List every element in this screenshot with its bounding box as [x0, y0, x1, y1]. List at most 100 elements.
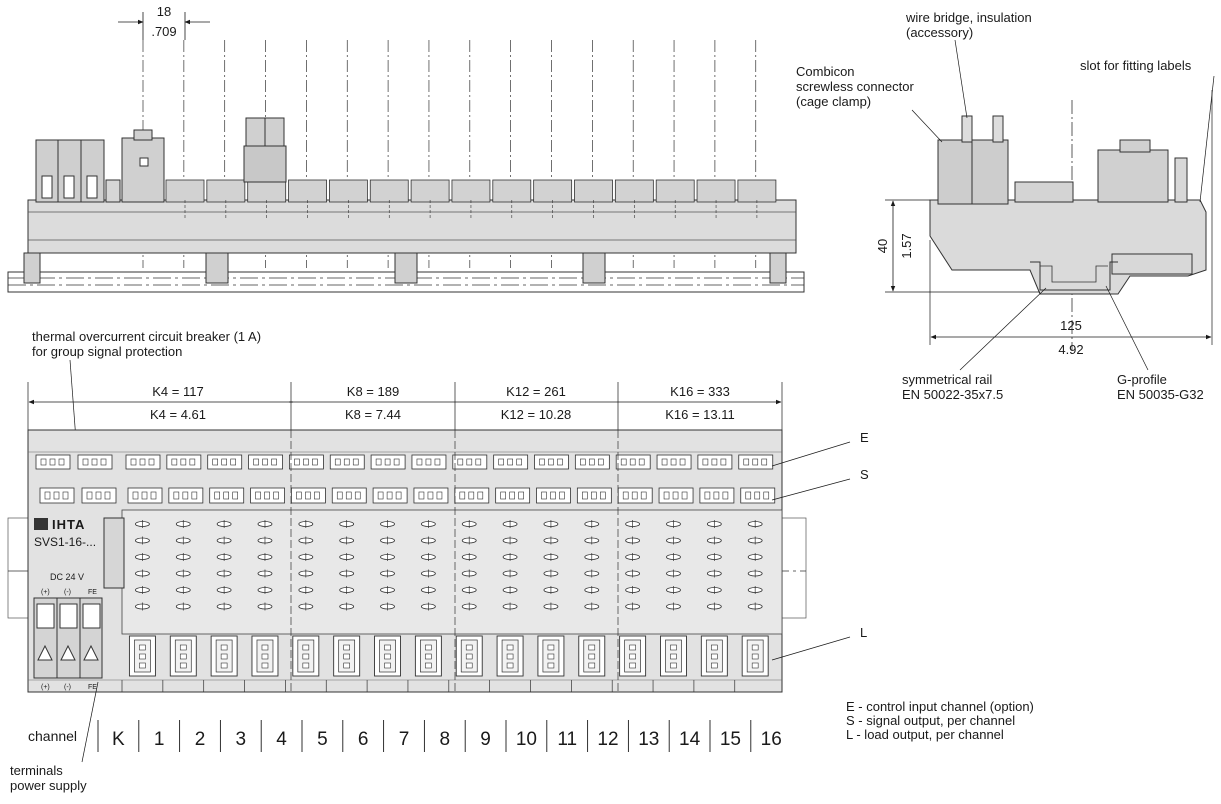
s-pin	[591, 491, 597, 500]
channel-ticks	[121, 430, 736, 692]
gprofile-label-2: EN 50035-G32	[1117, 387, 1204, 402]
s-pin	[95, 491, 102, 500]
l-pin	[179, 644, 187, 651]
l-pin	[547, 662, 555, 669]
e-pin	[620, 458, 627, 466]
row-label-s: S	[860, 467, 869, 482]
s-pin	[713, 491, 720, 500]
e-pin	[507, 458, 513, 466]
s-pin	[509, 491, 515, 500]
s-pin	[86, 491, 93, 500]
channel-number: 16	[761, 729, 782, 750]
e-pin	[457, 458, 464, 466]
legend-e: E - control input channel (option)	[846, 699, 1034, 714]
e-pin	[661, 458, 668, 466]
e-pin	[303, 458, 309, 466]
top-module	[614, 179, 654, 203]
e-pin	[557, 458, 563, 466]
brand-logo: IHTA	[34, 517, 84, 532]
s-pin	[640, 491, 647, 500]
e-pin	[262, 458, 268, 466]
e-pin	[334, 458, 341, 466]
l-pin	[220, 644, 228, 651]
power-voltage: DC 24 V	[50, 572, 84, 582]
l-pin	[629, 662, 636, 669]
e-pin	[58, 458, 65, 466]
top-module	[288, 179, 327, 203]
power-minus-bottom: (-)	[64, 684, 71, 691]
l-pin	[384, 662, 391, 669]
e-pin	[271, 458, 277, 466]
s-pin	[305, 491, 311, 500]
channel-number: 14	[679, 729, 701, 750]
s-pin	[631, 491, 638, 500]
e-pin	[589, 458, 595, 466]
terminals-label-2: power supply	[10, 778, 87, 793]
side-view: 40 1.57 125 4.92 wire bridge, insulation…	[796, 10, 1215, 402]
e-pin	[384, 458, 391, 466]
channel-number: 3	[236, 729, 247, 750]
e-pin	[253, 458, 259, 466]
e-pin	[148, 458, 155, 466]
l-pin	[670, 653, 677, 660]
s-pin	[191, 491, 198, 500]
s-pin	[427, 491, 434, 500]
combicon-label-1: Combicon	[796, 64, 855, 79]
l-pin	[302, 662, 310, 669]
s-pin	[459, 491, 466, 500]
e-pin	[598, 458, 604, 466]
width-mm: 125	[1060, 318, 1082, 333]
height-mm: 40	[875, 239, 890, 253]
e-pin	[638, 458, 645, 466]
channel-number: 2	[195, 729, 206, 750]
l-pin	[711, 653, 718, 660]
top-module	[696, 179, 736, 203]
s-pin	[622, 491, 629, 500]
e-pin	[629, 458, 636, 466]
s-pin	[62, 491, 69, 500]
l-pin	[179, 653, 187, 660]
l-pin	[588, 653, 596, 660]
side-height-dimension: 40 1.57	[875, 199, 1040, 293]
top-modules	[165, 179, 777, 220]
top-module	[737, 179, 777, 203]
l-pin	[506, 653, 514, 660]
s-pin	[754, 491, 761, 500]
l-pin	[670, 644, 677, 651]
channel-number: 9	[480, 729, 491, 750]
dim-k12-inch: K12 = 10.28	[501, 407, 571, 422]
e-pin	[312, 458, 318, 466]
channel-number: 11	[557, 729, 577, 750]
l-pin	[588, 662, 596, 669]
row-callouts: E S L	[771, 430, 869, 661]
s-pin	[296, 491, 302, 500]
top-module	[451, 179, 491, 203]
l-pin	[261, 662, 269, 669]
e-pin	[425, 458, 432, 466]
top-module	[369, 179, 409, 203]
l-pin	[547, 653, 555, 660]
e-pin	[743, 458, 750, 466]
channel-number: 4	[276, 729, 287, 750]
e-pin	[679, 458, 686, 466]
s-pin	[663, 491, 670, 500]
power-fe-bottom: FE	[88, 684, 97, 691]
s-pin	[314, 491, 320, 500]
s-pin	[468, 491, 475, 500]
l-pin	[465, 653, 473, 660]
dim-k8-mm: K8 = 189	[347, 384, 399, 399]
top-power-terminal	[35, 139, 121, 203]
e-pin	[548, 458, 554, 466]
l-pin	[751, 644, 759, 651]
l-pin	[588, 644, 596, 651]
e-pin	[580, 458, 586, 466]
e-pin	[539, 458, 545, 466]
rail-label-2: EN 50022-35x7.5	[902, 387, 1003, 402]
top-module	[206, 179, 246, 203]
e-pin	[352, 458, 359, 466]
l-pin	[139, 653, 146, 660]
e-pin	[212, 458, 218, 466]
s-pin	[763, 491, 770, 500]
top-breaker	[121, 129, 165, 203]
